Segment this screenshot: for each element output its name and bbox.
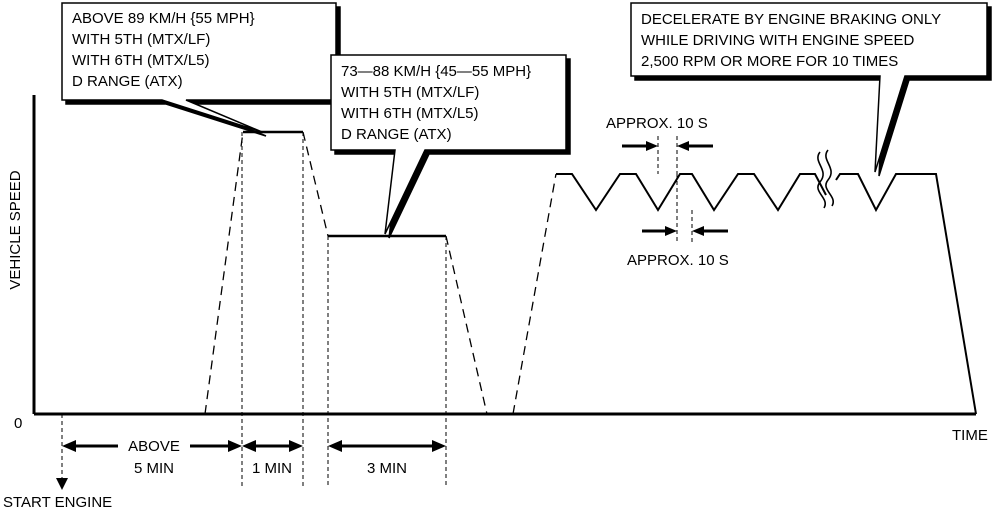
callout-high-speed: ABOVE 89 KM/H {55 MPH} WITH 5TH (MTX/LF)… bbox=[61, 2, 337, 133]
callout-high-line-3: WITH 6TH (MTX/L5) bbox=[72, 52, 210, 69]
start-engine-label: START ENGINE bbox=[3, 494, 112, 511]
duration-3min-label: 3 MIN bbox=[367, 460, 407, 477]
callout-braking-line-2: WHILE DRIVING WITH ENGINE SPEED bbox=[641, 32, 915, 49]
callout-mid-speed: 73—88 KM/H {45—55 MPH} WITH 5TH (MTX/LF)… bbox=[330, 54, 567, 235]
callout-mid-line-2: WITH 5TH (MTX/LF) bbox=[341, 84, 479, 101]
callout-braking-line-1: DECELERATE BY ENGINE BRAKING ONLY bbox=[641, 11, 941, 28]
callout-braking-line-3: 2,500 RPM OR MORE FOR 10 TIMES bbox=[641, 53, 898, 70]
x-axis-label: TIME bbox=[952, 427, 988, 444]
y-axis-label: VEHICLE SPEED bbox=[7, 170, 24, 289]
approx-bottom-label: APPROX. 10 S bbox=[627, 252, 729, 269]
origin-label: 0 bbox=[14, 415, 22, 432]
callout-mid-line-4: D RANGE (ATX) bbox=[341, 126, 452, 143]
start-engine-arrow-icon bbox=[56, 478, 68, 490]
speed-profile bbox=[34, 130, 977, 415]
duration-above-label-1: ABOVE bbox=[128, 438, 180, 455]
approx-bottom-marker: APPROX. 10 S bbox=[627, 174, 729, 269]
axis-break-symbol bbox=[817, 151, 827, 209]
callout-mid-line-3: WITH 6TH (MTX/L5) bbox=[341, 105, 479, 122]
approx-top-label: APPROX. 10 S bbox=[606, 115, 708, 132]
duration-above-label-2: 5 MIN bbox=[134, 460, 174, 477]
duration-1min-label: 1 MIN bbox=[252, 460, 292, 477]
callout-mid-line-1: 73—88 KM/H {45—55 MPH} bbox=[341, 63, 531, 80]
duration-markers: ABOVE 5 MIN 1 MIN 3 MIN START ENGINE bbox=[3, 132, 447, 511]
callout-high-line-1: ABOVE 89 KM/H {55 MPH} bbox=[72, 10, 255, 27]
approx-top-marker: APPROX. 10 S bbox=[606, 115, 713, 174]
callout-engine-braking: DECELERATE BY ENGINE BRAKING ONLY WHILE … bbox=[630, 2, 988, 173]
decel-sawtooth bbox=[556, 173, 827, 212]
callout-high-line-4: D RANGE (ATX) bbox=[72, 73, 183, 90]
callout-high-line-2: WITH 5TH (MTX/LF) bbox=[72, 31, 210, 48]
